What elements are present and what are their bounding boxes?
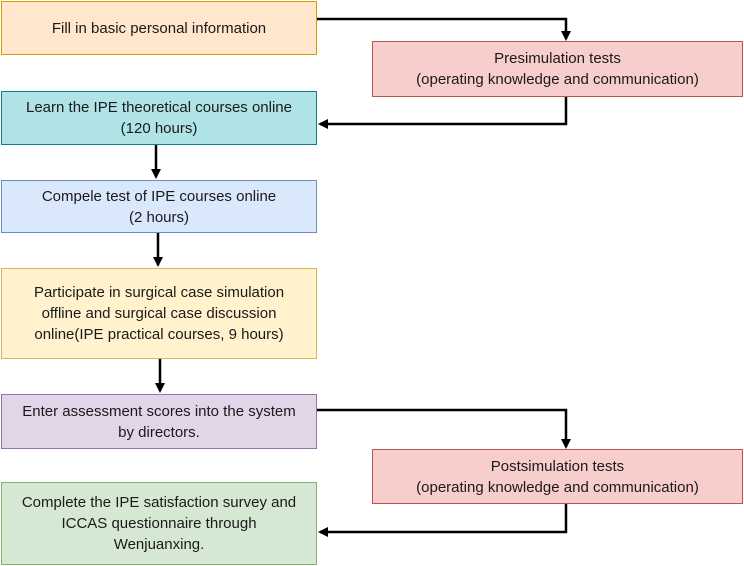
step-complete-satisfaction-survey: Complete the IPE satisfaction survey and… — [1, 482, 317, 565]
step-surgical-case-simulation: Participate in surgical case simulation … — [1, 268, 317, 359]
step-enter-assessment-scores: Enter assessment scores into the system … — [1, 394, 317, 449]
step-presimulation-tests: Presimulation tests (operating knowledge… — [372, 41, 743, 97]
arrow-fill-info-to-presimulation — [317, 17, 571, 41]
arrow-scores-to-postsimulation — [317, 408, 571, 449]
step-learn-ipe-theoretical-courses: Learn the IPE theoretical courses online… — [1, 91, 317, 145]
arrow-presimulation-to-learn-ipe — [318, 97, 568, 129]
step-complete-ipe-test: Compele test of IPE courses online (2 ho… — [1, 180, 317, 233]
step-postsimulation-tests: Postsimulation tests (operating knowledg… — [372, 449, 743, 504]
arrow-postsimulation-to-survey — [318, 504, 568, 537]
step-fill-basic-personal-information: Fill in basic personal information — [1, 1, 317, 55]
